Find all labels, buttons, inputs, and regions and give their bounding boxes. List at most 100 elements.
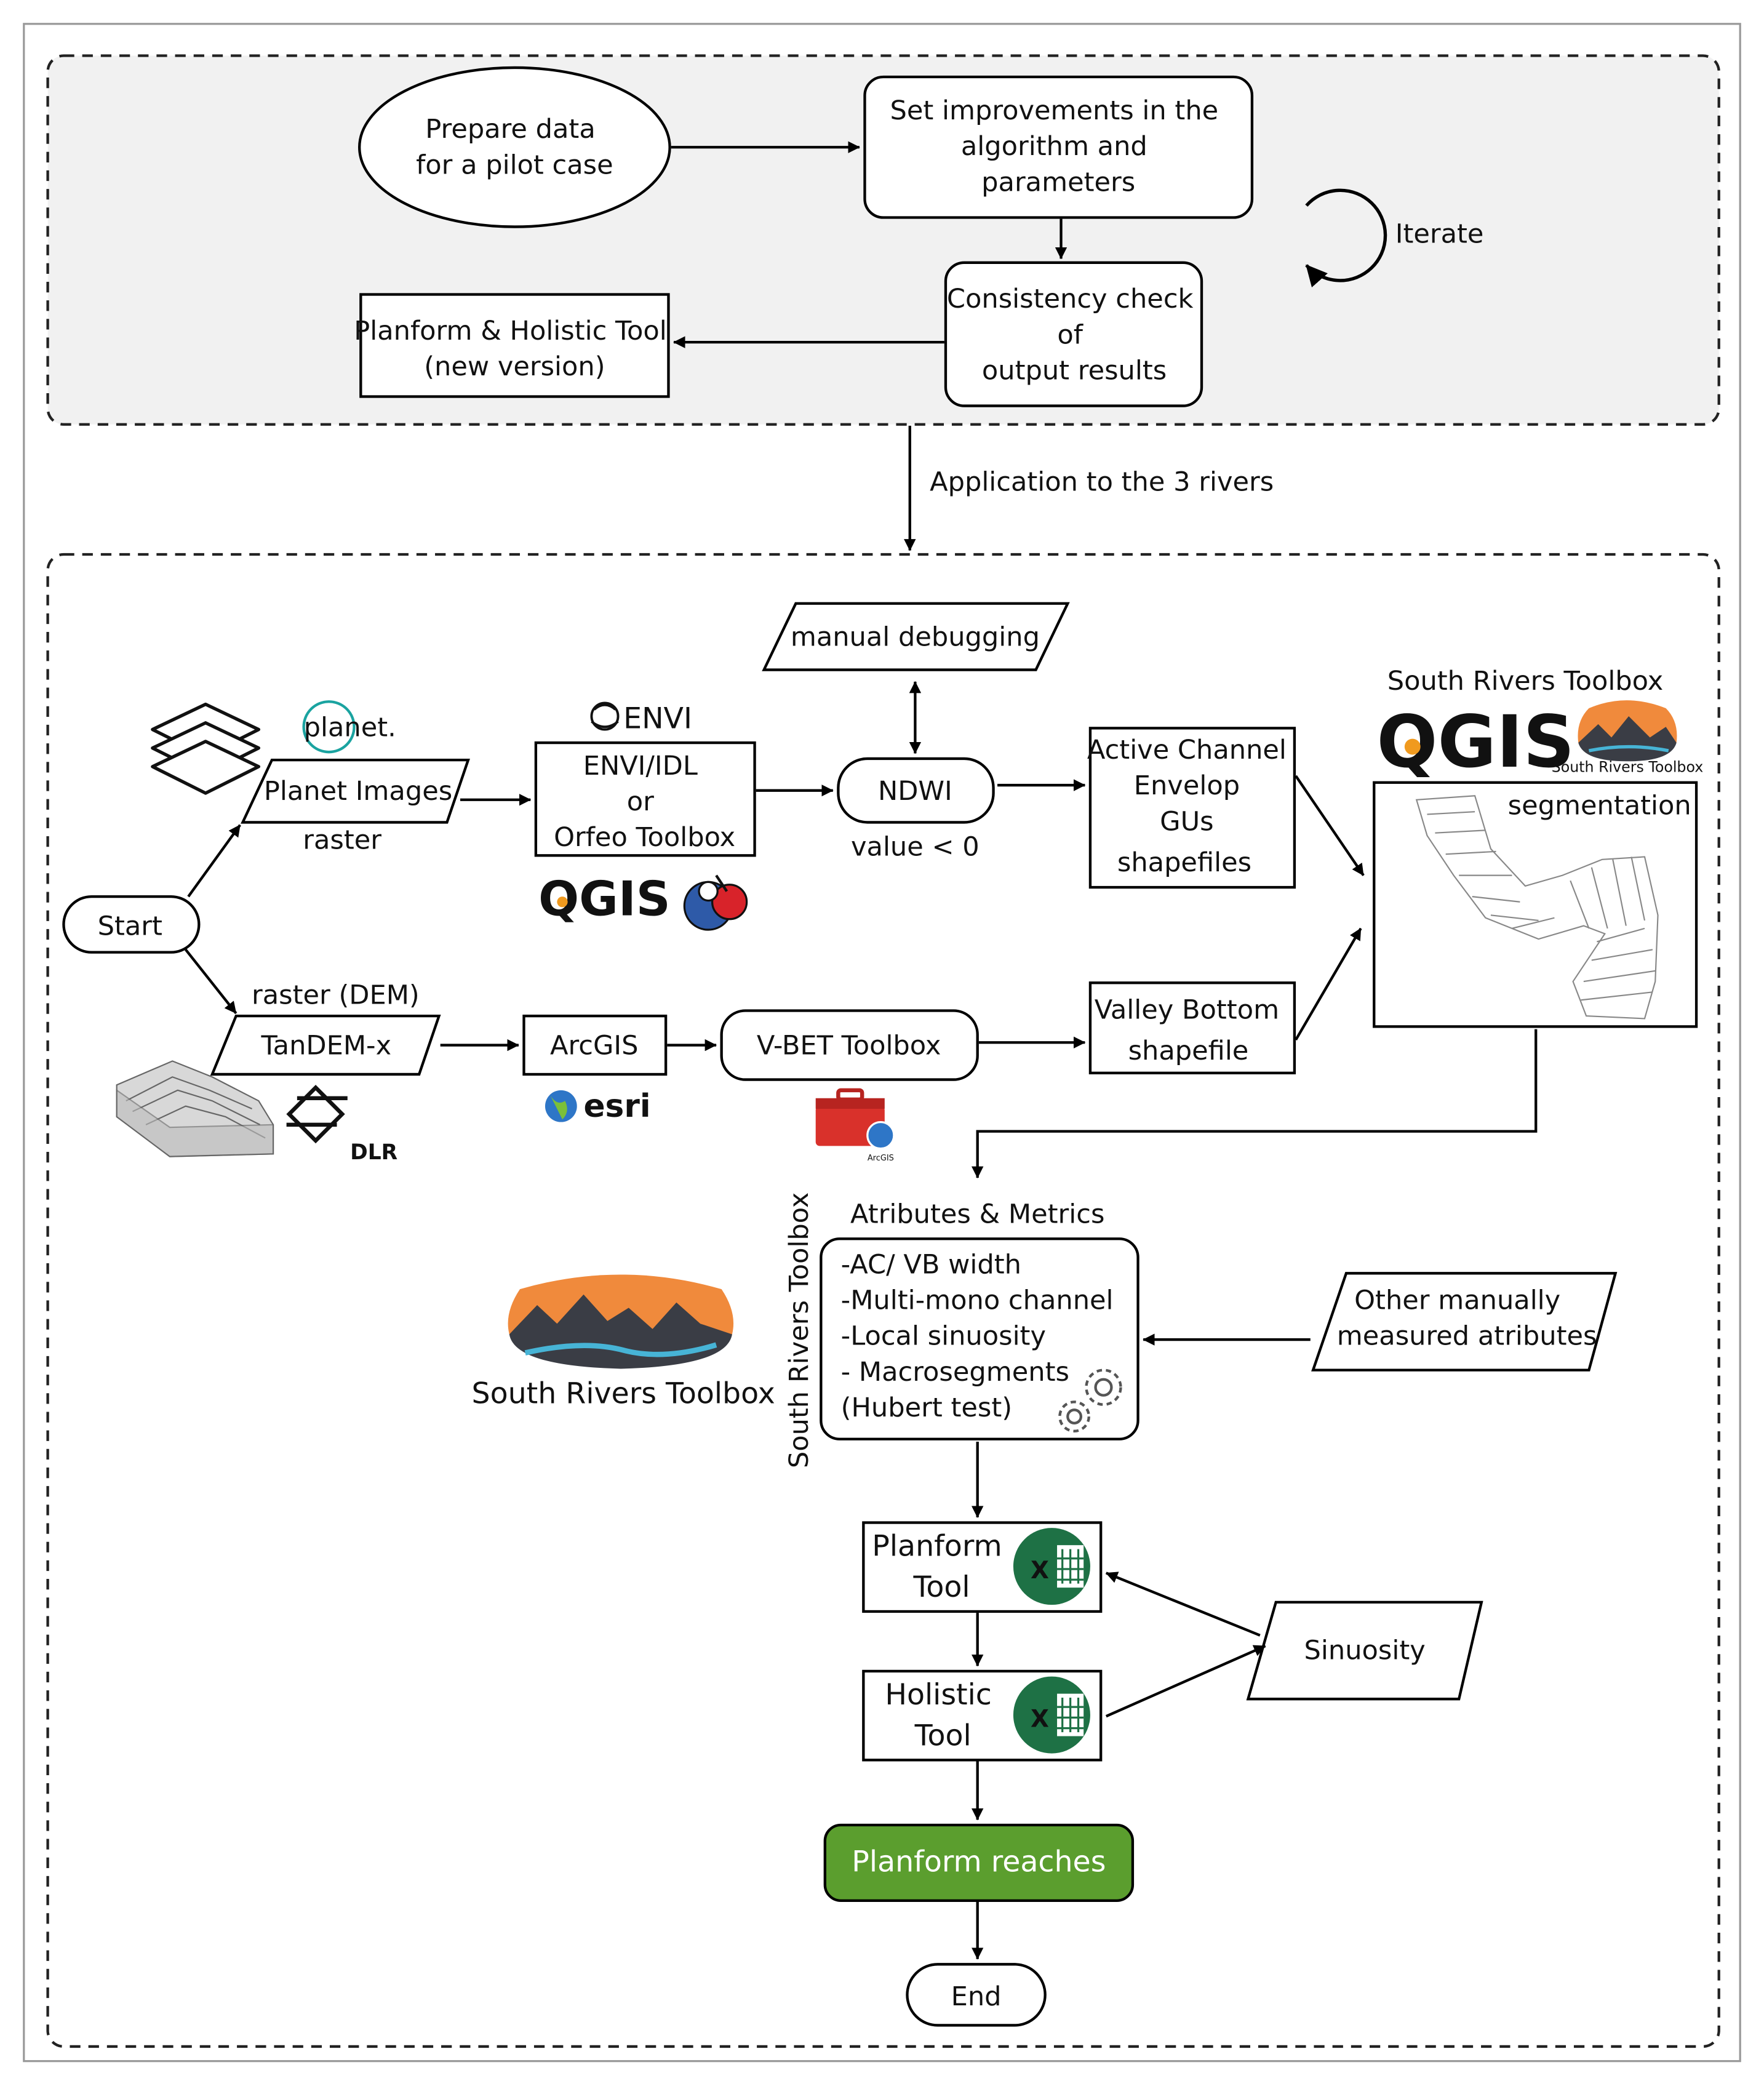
envi-line: Orfeo Toolbox: [554, 822, 735, 853]
new-tool-line: (new version): [424, 351, 605, 382]
segmentation-box: [1373, 781, 1698, 1028]
start-label: Start: [98, 911, 162, 942]
dlr-logo-label: DLR: [350, 1140, 397, 1165]
srt-big-logo-label: South Rivers Toolbox: [472, 1377, 775, 1411]
holistic-line: Tool: [914, 1719, 972, 1753]
raster-dem-label: raster (DEM): [252, 980, 420, 1011]
arcgis-box: [522, 1014, 668, 1076]
excel-icon: X: [1013, 1676, 1090, 1754]
consistency-check-label: Consistency check of output results: [947, 284, 1202, 386]
set-improvements-label: Set improvements in the algorithm and pa…: [890, 95, 1226, 198]
attributes-box: [820, 1237, 1139, 1440]
ndwi-box: [837, 757, 995, 824]
set-improvements-box: [863, 75, 1254, 219]
excel-icon: X: [1013, 1528, 1090, 1605]
vbet-toolbox-label: V-BET Toolbox: [757, 1031, 941, 1061]
planform-reaches-box: [823, 1823, 1135, 1903]
layers-icon: [151, 702, 261, 795]
envi-idl-box: [534, 741, 756, 857]
envi-logo-label: ENVI: [623, 701, 692, 735]
valley-bottom-box: [1088, 981, 1296, 1074]
other-manual-box: [1311, 1272, 1618, 1372]
arrow: [187, 824, 241, 898]
planet-logo-label: planet.: [304, 712, 396, 743]
set-improvements-line: Set improvements in the: [890, 95, 1218, 126]
otb-icon: [683, 874, 748, 931]
other-manual-line: Other manually: [1354, 1285, 1560, 1316]
arrow: [1295, 927, 1362, 1041]
arrow: [185, 949, 237, 1015]
planform-reaches-label: Planform reaches: [852, 1845, 1106, 1879]
vbet-toolbox-box: [720, 1009, 979, 1081]
arrow: [972, 1029, 1538, 1179]
segmentation-map-icon: [1415, 795, 1659, 1020]
attributes-list: -AC/ VB width -Multi-mono channel -Local…: [841, 1249, 1122, 1423]
srt-title: South Rivers Toolbox: [1387, 666, 1664, 697]
segmentation-label: segmentation: [1508, 790, 1691, 821]
raster-label: raster: [303, 825, 381, 856]
start-node: [62, 895, 201, 954]
prepare-data-label: Prepare data for a pilot case: [416, 114, 613, 180]
attribute-item: -Local sinuosity: [841, 1321, 1046, 1352]
dlr-icon: [286, 1084, 348, 1144]
valley-bottom-line: Valley Bottom: [1095, 994, 1279, 1025]
attribute-item: (Hubert test): [841, 1392, 1012, 1423]
holistic-line: Holistic: [885, 1678, 992, 1712]
attribute-item: -AC/ VB width: [841, 1249, 1021, 1280]
attributes-title: Atributes & Metrics: [850, 1199, 1104, 1229]
active-channel-line: Envelop: [1134, 770, 1240, 801]
south-rivers-toolbox-icon: South Rivers Toolbox: [1552, 700, 1704, 776]
active-channel-line: GUs: [1160, 806, 1213, 837]
arcgis-label: ArcGIS: [550, 1031, 638, 1061]
holistic-tool-label: Holistic Tool: [885, 1678, 1001, 1753]
active-channel-box: [1088, 727, 1296, 889]
esri-globe-icon: [545, 1090, 577, 1122]
ndwi-value-label: value < 0: [851, 831, 980, 862]
iterate-label: Iterate: [1395, 218, 1484, 249]
arrow: [1295, 775, 1365, 876]
other-manual-line: measured atributes: [1337, 1321, 1597, 1352]
envi-icon: [590, 701, 620, 731]
envi-line: ENVI/IDL: [583, 751, 698, 781]
manual-debugging-box: [762, 602, 1070, 671]
srt-small-logo-label: South Rivers Toolbox: [1552, 759, 1704, 776]
set-improvements-line: parameters: [981, 167, 1135, 198]
consistency-check-box: [944, 261, 1203, 407]
outer-frame: [23, 23, 1741, 2063]
excel-letter: X: [1031, 1557, 1049, 1584]
arrow: [1105, 1572, 1261, 1637]
active-channel-line: Active Channel: [1087, 735, 1287, 765]
new-tool-box: [359, 293, 670, 398]
end-label: End: [951, 1981, 1002, 2012]
tandem-label: TanDEM-x: [260, 1031, 391, 1061]
active-channel-line: shapefiles: [1117, 847, 1251, 878]
planform-line: Planform: [872, 1529, 1002, 1563]
consistency-line: Consistency check: [947, 284, 1194, 314]
prepare-line: Prepare data: [425, 114, 595, 145]
tandem-box: [210, 1014, 441, 1076]
toolbox-small-label: ArcGIS: [868, 1154, 894, 1163]
valley-bottom-label: Valley Bottom shapefile: [1095, 994, 1288, 1066]
iterate-icon: [1305, 188, 1387, 288]
planet-images-label: Planet Images: [264, 776, 452, 807]
excel-letter: X: [1031, 1705, 1049, 1733]
valley-bottom-line: shapefile: [1128, 1036, 1249, 1066]
qgis-icon: QGIS: [538, 871, 670, 927]
new-tool-line: Planform & Holistic Tool: [354, 316, 666, 346]
active-channel-label: Active Channel Envelop GUs shapefiles: [1087, 735, 1295, 878]
set-improvements-line: algorithm and: [961, 131, 1147, 162]
new-tool-label: Planform & Holistic Tool (new version): [354, 316, 675, 382]
esri-logo-label: esri: [583, 1088, 650, 1125]
south-rivers-toolbox-icon: South Rivers Toolbox: [472, 1274, 775, 1411]
consistency-line: output results: [982, 355, 1167, 386]
workflow-section: [46, 553, 1720, 2048]
sinuosity-label: Sinuosity: [1304, 1636, 1426, 1666]
planform-tool-label: Planform Tool: [872, 1529, 1011, 1604]
terrain-icon: [116, 1060, 274, 1157]
sinuosity-box: [1246, 1600, 1483, 1701]
application-label: Application to the 3 rivers: [930, 467, 1274, 498]
prepare-line: for a pilot case: [416, 150, 613, 180]
attribute-item: -Multi-mono channel: [841, 1285, 1114, 1316]
ndwi-label: NDWI: [878, 776, 952, 807]
manual-debugging-label: manual debugging: [791, 622, 1040, 653]
